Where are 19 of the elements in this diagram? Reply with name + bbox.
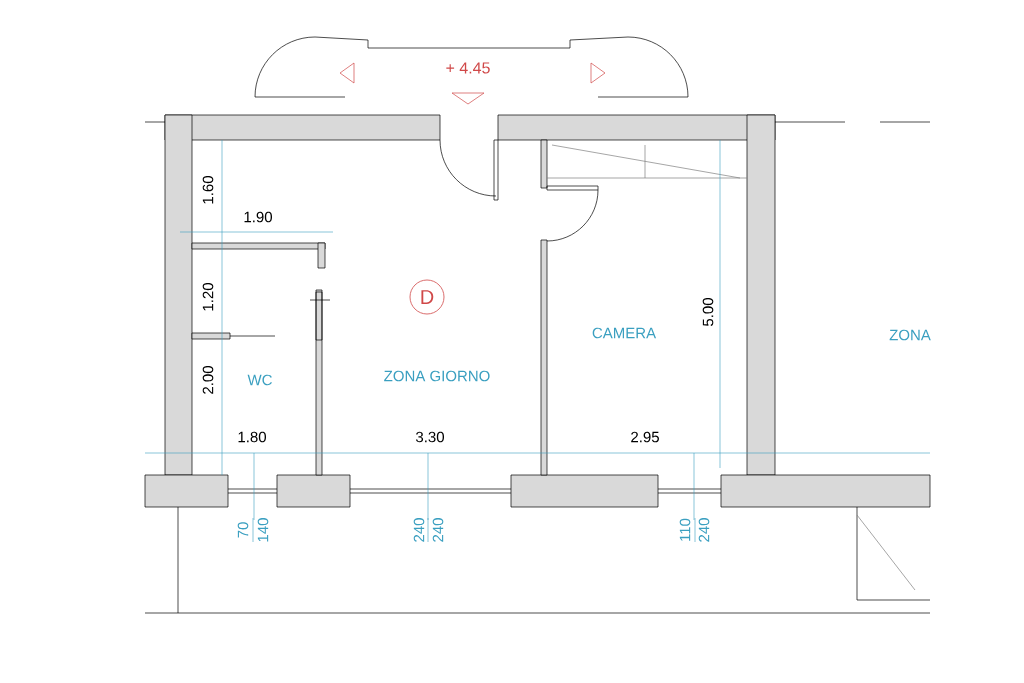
dimension-label: 1.60 <box>202 176 214 204</box>
dimension-label: 5.00 <box>702 298 714 326</box>
room-label: CAMERA <box>592 327 657 339</box>
dimension-label: 1.90 <box>244 211 272 223</box>
window-size-label: 240 <box>698 518 710 542</box>
window-size-label: 140 <box>257 518 269 542</box>
window-size-label: 70 <box>237 522 249 538</box>
dimension-label: 2.95 <box>631 431 659 443</box>
dimension-label: 2.00 <box>202 366 214 394</box>
dimension-label: 1.80 <box>238 431 266 443</box>
window-size-label: 240 <box>432 518 444 542</box>
dimension-label: 1.20 <box>202 283 214 311</box>
window-size-label: 110 <box>679 518 691 541</box>
room-label: ZONA <box>889 329 931 341</box>
room-label: ZONA GIORNO <box>384 370 490 382</box>
level-label: + 4.45 <box>446 62 490 74</box>
room-label: WC <box>247 374 272 386</box>
dimension-label: 3.30 <box>415 431 444 443</box>
window-size-label: 240 <box>413 518 425 542</box>
